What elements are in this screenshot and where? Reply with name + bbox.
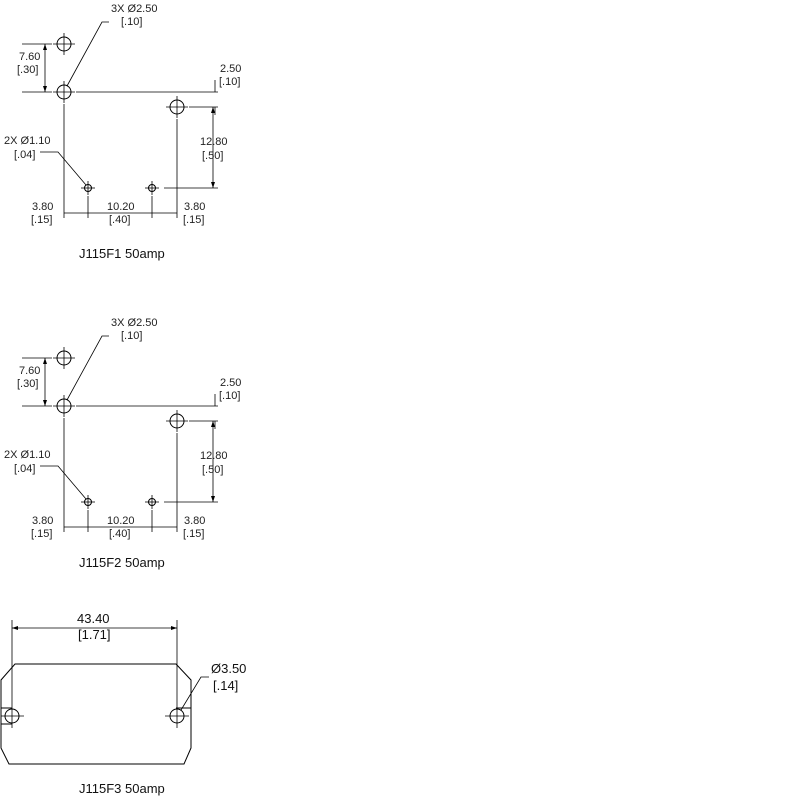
dim-height: 12.80 (200, 450, 228, 462)
dim-height-in: [.50] (202, 150, 223, 162)
mount-hole-left (1, 704, 24, 728)
dim-offset-in: [.10] (219, 390, 240, 402)
callout-large-holes: 3X Ø2.50 (111, 3, 157, 15)
dim-vertical-top: 7.60 (19, 51, 40, 63)
large-hole-datum (53, 395, 75, 417)
dim-offset: 2.50 (220, 377, 241, 389)
panel-outline (0, 707, 192, 765)
figure-j115f1: 3X Ø2.50 [.10] 7.60 [.30] 2.50 [.10] 12.… (4, 3, 241, 261)
dim-left-spacing-in: [.15] (31, 214, 52, 226)
callout-mount-hole: Ø3.50 (211, 661, 246, 676)
small-hole-left (81, 181, 95, 195)
small-hole-right (145, 495, 159, 509)
dim-right-spacing-in: [.15] (183, 528, 204, 540)
callout-small-holes: 2X Ø1.10 (4, 449, 50, 461)
dim-mid-spacing: 10.20 (107, 515, 135, 527)
callout-small-holes: 2X Ø1.10 (4, 135, 50, 147)
dim-panel-width-in: [1.71] (78, 627, 111, 642)
dim-vertical-top-in: [.30] (17, 64, 38, 76)
dim-right-spacing-in: [.15] (183, 214, 204, 226)
small-hole-left (81, 495, 95, 509)
small-hole-right (145, 181, 159, 195)
callout-large-holes: 3X Ø2.50 (111, 317, 157, 329)
dim-right-spacing: 3.80 (184, 515, 205, 527)
large-hole-right (166, 410, 188, 432)
figure-j115f2: 3X Ø2.50 [.10] 7.60 [.30] 2.50 [.10] 12.… (4, 317, 241, 570)
large-hole-right (166, 96, 188, 118)
figure-caption: J115F3 50amp (79, 781, 165, 796)
figure-j115f3: 43.40 [1.71] Ø3.50 [.14] J115F3 50amp (0, 611, 246, 796)
figure-caption: J115F2 50amp (79, 555, 165, 570)
large-hole-top (53, 33, 75, 55)
large-hole-top (53, 347, 75, 369)
callout-mount-hole-in: [.14] (213, 678, 238, 693)
dim-left-spacing: 3.80 (32, 201, 53, 213)
figure-caption: J115F1 50amp (79, 246, 165, 261)
dim-mid-spacing-in: [.40] (109, 528, 130, 540)
large-hole-datum (53, 81, 75, 103)
dim-mid-spacing: 10.20 (107, 201, 135, 213)
dim-height-in: [.50] (202, 464, 223, 476)
callout-small-holes-in: [.04] (14, 463, 35, 475)
dim-offset: 2.50 (220, 63, 241, 75)
dim-height: 12.80 (200, 136, 228, 148)
dim-mid-spacing-in: [.40] (109, 214, 130, 226)
dim-vertical-top-in: [.30] (17, 378, 38, 390)
dim-vertical-top: 7.60 (19, 365, 40, 377)
dim-offset-in: [.10] (219, 76, 240, 88)
dim-left-spacing-in: [.15] (31, 528, 52, 540)
mount-hole-right (165, 704, 189, 728)
dim-left-spacing: 3.80 (32, 515, 53, 527)
callout-small-holes-in: [.04] (14, 149, 35, 161)
callout-large-holes-in: [.10] (121, 330, 142, 342)
dim-right-spacing: 3.80 (184, 201, 205, 213)
callout-large-holes-in: [.10] (121, 16, 142, 28)
dim-panel-width: 43.40 (77, 611, 110, 626)
